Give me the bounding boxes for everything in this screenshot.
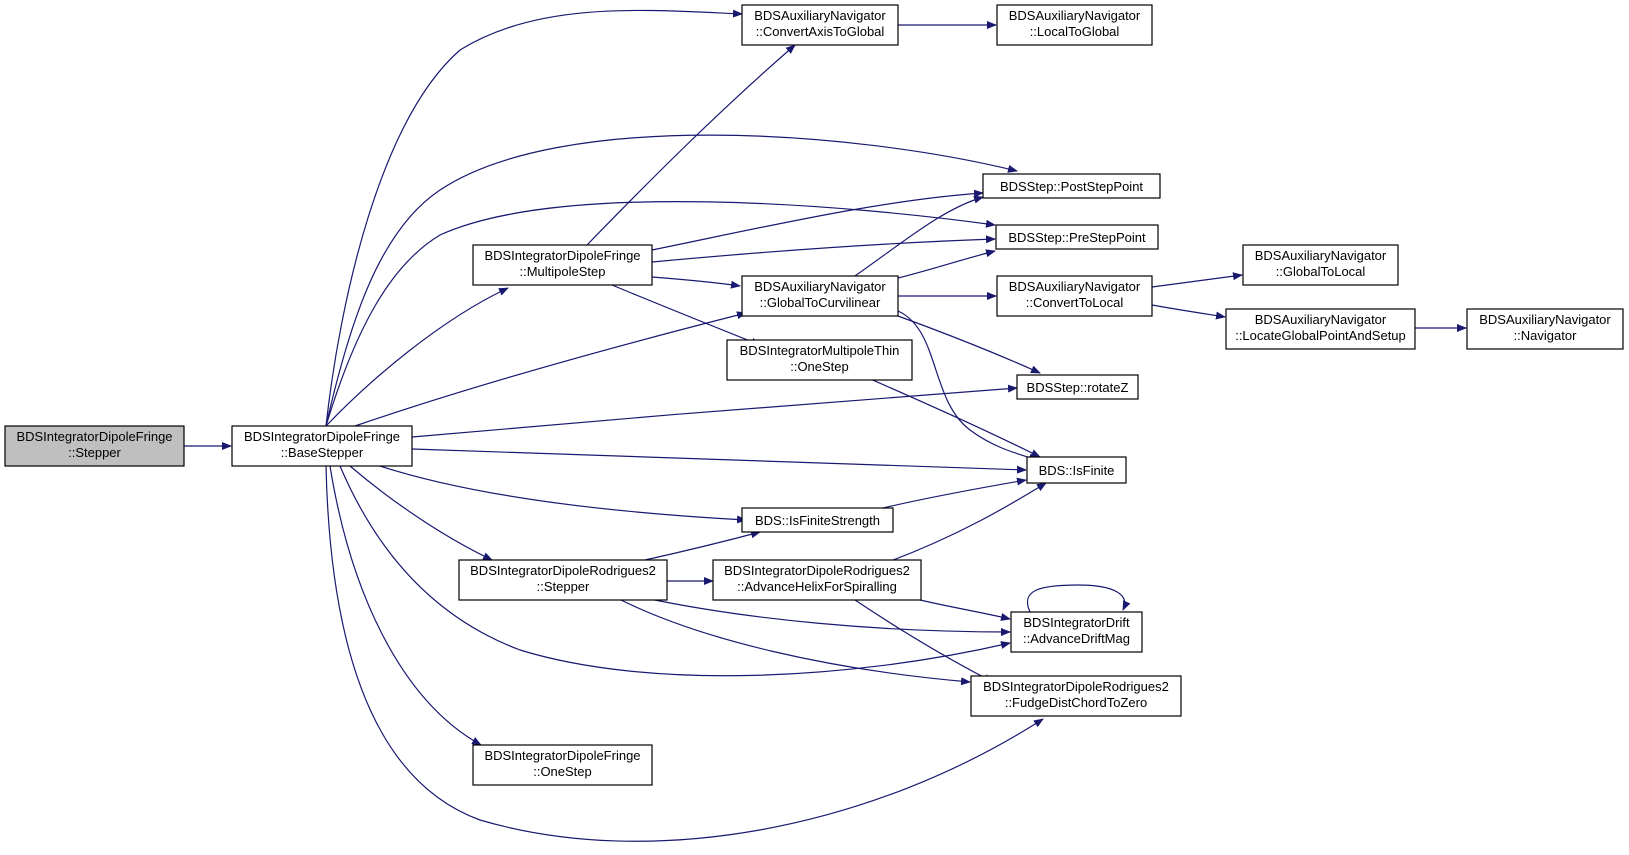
edge-converttolocal-to-locateglobalpointandsetup (1151, 304, 1226, 320)
node-thin[interactable]: BDSIntegratorMultipoleThin ::OneStep (726, 339, 913, 381)
node-rodstepper-line2: ::Stepper (537, 579, 590, 594)
node-convaxis[interactable]: BDSAuxiliaryNavigator ::ConvertAxisToGlo… (741, 4, 899, 46)
node-pre-line1: BDSStep::PreStepPoint (1008, 230, 1146, 245)
node-g2c[interactable]: BDSAuxiliaryNavigator ::GlobalToCurvilin… (741, 275, 899, 317)
node-convaxis-line1: BDSAuxiliaryNavigator (754, 8, 886, 23)
node-localtoglobal[interactable]: BDSAuxiliaryNavigator ::LocalToGlobal (996, 4, 1153, 46)
edge-advancehelix-to-isfinite (887, 482, 1047, 563)
node-rodstepper-line1: BDSIntegratorDipoleRodrigues2 (470, 563, 656, 578)
node-thin-line2: ::OneStep (790, 359, 849, 374)
node-convaxis-line2: ::ConvertAxisToGlobal (756, 24, 885, 39)
edge-base-to-globaltocurvilinear (354, 311, 747, 427)
edge-advancedriftmag-self-loop (1026, 584, 1131, 613)
node-rotatez-line1: BDSStep::rotateZ (1027, 380, 1129, 395)
node-rodstepper[interactable]: BDSIntegratorDipoleRodrigues2 ::Stepper (458, 559, 668, 601)
node-locate-line2: ::LocateGlobalPointAndSetup (1235, 328, 1406, 343)
edge-isfinitestrength-to-isfinite (882, 477, 1027, 509)
node-locate-line1: BDSAuxiliaryNavigator (1255, 312, 1387, 327)
node-fudge-line2: ::FudgeDistChordToZero (1005, 695, 1147, 710)
node-localtoglobal-line2: ::LocalToGlobal (1030, 24, 1120, 39)
node-isfinitestrength-line1: BDS::IsFiniteStrength (755, 513, 880, 528)
node-fudge-line1: BDSIntegratorDipoleRodrigues2 (983, 679, 1169, 694)
node-root[interactable]: BDSIntegratorDipoleFringe ::Stepper (4, 425, 185, 467)
node-root-line1: BDSIntegratorDipoleFringe (16, 429, 172, 444)
node-pre[interactable]: BDSStep::PreStepPoint (995, 224, 1159, 250)
node-multipole-line1: BDSIntegratorDipoleFringe (484, 248, 640, 263)
edge-advancehelix-to-advancedriftmag (919, 599, 1011, 621)
edge-base-to-isfinite (411, 448, 1027, 474)
node-rotatez[interactable]: BDSStep::rotateZ (1016, 374, 1139, 400)
edge-rodrigues-stepper-to-fudgedistchordtozero (616, 597, 971, 686)
node-navigator-line1: BDSAuxiliaryNavigator (1479, 312, 1611, 327)
edge-rodrigues-stepper-to-advancedriftmag (644, 597, 1011, 636)
edge-base-to-rotatez (411, 384, 1018, 438)
node-globaltolocal-line1: BDSAuxiliaryNavigator (1255, 248, 1387, 263)
node-base-line1: BDSIntegratorDipoleFringe (244, 429, 400, 444)
node-base[interactable]: BDSIntegratorDipoleFringe ::BaseStepper (231, 425, 413, 467)
edge-multipole-to-globaltocurvilinear (651, 276, 741, 289)
node-helix-line1: BDSIntegratorDipoleRodrigues2 (724, 563, 910, 578)
node-multipole-line2: ::MultipoleStep (520, 264, 606, 279)
edge-base-to-onestep-fringe (329, 465, 482, 746)
node-drift[interactable]: BDSIntegratorDrift ::AdvanceDriftMag (1010, 611, 1143, 653)
node-isfinite-line1: BDS::IsFinite (1039, 463, 1115, 478)
node-onestepfringe-line2: ::OneStep (533, 764, 592, 779)
node-convtolocal-line1: BDSAuxiliaryNavigator (1009, 279, 1141, 294)
node-drift-line1: BDSIntegratorDrift (1023, 615, 1130, 630)
node-g2c-line2: ::GlobalToCurvilinear (760, 295, 881, 310)
node-isfinitestrength[interactable]: BDS::IsFiniteStrength (741, 507, 894, 533)
node-navigator[interactable]: BDSAuxiliaryNavigator ::Navigator (1466, 308, 1624, 350)
edge-globaltocurvilinear-to-isfinite (897, 310, 1039, 462)
edge-multipole-to-prestepppoint (651, 235, 996, 263)
node-helix[interactable]: BDSIntegratorDipoleRodrigues2 ::AdvanceH… (712, 559, 922, 601)
edge-base-to-poststeppoint (325, 134, 1018, 427)
node-g2c-line1: BDSAuxiliaryNavigator (754, 279, 886, 294)
node-onestepfringe[interactable]: BDSIntegratorDipoleFringe ::OneStep (472, 744, 653, 786)
node-convtolocal[interactable]: BDSAuxiliaryNavigator ::ConvertToLocal (996, 275, 1153, 317)
node-convtolocal-line2: ::ConvertToLocal (1026, 295, 1124, 310)
edge-base-to-rodrigues-stepper (349, 465, 493, 561)
edge-globaltocurvilinear-to-rotatez (897, 315, 1041, 374)
edge-multipole-to-poststeppoint (651, 189, 984, 251)
node-isfinite[interactable]: BDS::IsFinite (1026, 456, 1127, 484)
edge-advancehelix-to-fudgedistchordtozero (854, 599, 994, 683)
node-globaltolocal[interactable]: BDSAuxiliaryNavigator ::GlobalToLocal (1242, 244, 1399, 286)
node-root-line2: ::Stepper (68, 445, 121, 460)
node-thin-line1: BDSIntegratorMultipoleThin (740, 343, 900, 358)
edge-converttolocal-to-globaltolocal (1151, 272, 1243, 288)
edge-base-to-convertaxistoglobal (325, 9, 743, 427)
edge-multipole-to-multipolethin-onestep (611, 284, 761, 346)
node-locate[interactable]: BDSAuxiliaryNavigator ::LocateGlobalPoin… (1225, 308, 1416, 350)
edge-base-to-isfinitestrength (379, 465, 747, 524)
edge-globaltocurvilinear-to-poststeppoint (851, 195, 984, 279)
node-post[interactable]: BDSStep::PostStepPoint (982, 173, 1161, 199)
node-drift-line2: ::AdvanceDriftMag (1023, 631, 1130, 646)
edge-base-to-fudgedistchordtozero (325, 465, 1044, 842)
node-localtoglobal-line1: BDSAuxiliaryNavigator (1009, 8, 1141, 23)
edge-globaltocurvilinear-to-prestepppoint (897, 249, 996, 279)
edge-base-to-multipolestep (325, 287, 509, 427)
edge-rodrigues-stepper-to-isfinitestrength (644, 530, 761, 561)
edge-multipole-to-convertaxistoglobal (586, 44, 796, 246)
node-post-line1: BDSStep::PostStepPoint (1000, 179, 1143, 194)
node-base-line2: ::BaseStepper (281, 445, 364, 460)
node-helix-line2: ::AdvanceHelixForSpiralling (737, 579, 897, 594)
edge-base-to-advancedriftmag (339, 465, 1011, 677)
node-fudge[interactable]: BDSIntegratorDipoleRodrigues2 ::FudgeDis… (970, 675, 1182, 717)
node-navigator-line2: ::Navigator (1514, 328, 1578, 343)
edge-multipolethin-onestep-to-isfinite (867, 377, 1041, 458)
node-onestepfringe-line1: BDSIntegratorDipoleFringe (484, 748, 640, 763)
node-globaltolocal-line2: ::GlobalToLocal (1276, 264, 1366, 279)
node-multipole[interactable]: BDSIntegratorDipoleFringe ::MultipoleSte… (472, 244, 653, 286)
